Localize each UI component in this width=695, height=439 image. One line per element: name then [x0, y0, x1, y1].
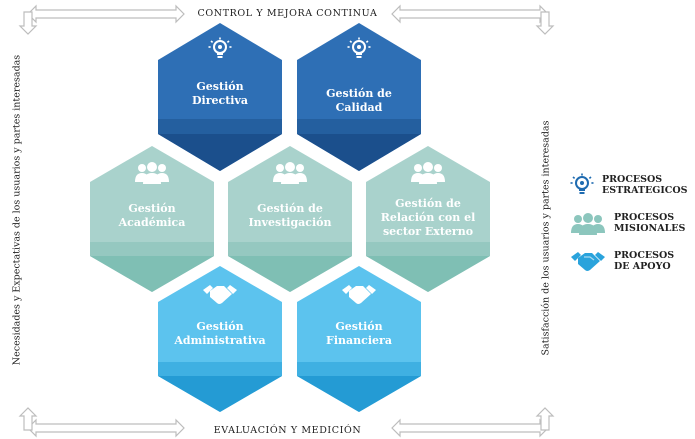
top-left-arrow: [27, 4, 185, 24]
people-group-icon: [410, 160, 446, 184]
handshake-icon: [202, 282, 238, 306]
hex-label-line: Gestión de: [257, 202, 323, 215]
hex-gestion-calidad: Gestión de Calidad: [297, 23, 421, 171]
hex-label-line: Financiera: [326, 334, 392, 347]
lightbulb-gear-icon: [570, 172, 594, 198]
legend-label-line: PROCESOS: [602, 174, 663, 185]
handshake-icon: [341, 282, 377, 306]
legend-label-line: MISIONALES: [614, 223, 686, 234]
hex-label-line: Gestión: [335, 320, 383, 333]
top-right-down-arrow: [535, 11, 555, 35]
hex-label-line: Gestión: [196, 80, 244, 93]
hex-label-line: Gestión de: [395, 197, 461, 210]
hex-label-line: Administrativa: [174, 334, 266, 347]
handshake-icon: [570, 249, 606, 273]
top-left-down-arrow: [18, 11, 38, 35]
hex-label-line: Gestión de: [326, 87, 392, 100]
people-group-icon: [272, 160, 308, 184]
people-group-icon: [570, 211, 606, 235]
legend-procesos-apoyo: PROCESOS DE APOYO: [570, 249, 674, 273]
right-frame-label: Satisfacción de los usuarios y partes in…: [540, 120, 552, 356]
legend-label-line: ESTRATEGICOS: [602, 185, 688, 196]
hex-gestion-academica: Gestión Académica: [90, 146, 214, 292]
hex-label-line: Relación con el: [380, 211, 476, 224]
people-group-icon: [134, 160, 170, 184]
hex-label-line: Calidad: [335, 101, 383, 114]
lightbulb-gear-icon: [347, 37, 371, 61]
hex-gestion-investigacion: Gestión de Investigación: [228, 146, 352, 292]
hex-label-line: Gestión: [128, 202, 176, 215]
lightbulb-gear-icon: [208, 37, 232, 61]
left-frame-label: Necesidades y Expectativas de los usuari…: [11, 54, 23, 366]
legend-label-line: PROCESOS: [614, 250, 675, 261]
legend-procesos-estrategicos: PROCESOS ESTRATEGICOS: [570, 172, 687, 198]
bottom-frame-label: EVALUACIÓN Y MEDICIÓN: [213, 425, 362, 436]
hex-label-line: sector Externo: [382, 225, 474, 238]
hex-gestion-financiera: Gestión Financiera: [297, 266, 421, 412]
hex-gestion-relacion-sector-externo: Gestión de Relación con el sector Extern…: [366, 146, 490, 292]
bottom-left-up-arrow: [18, 407, 38, 431]
hex-label-line: Directiva: [192, 94, 248, 107]
hex-gestion-administrativa: Gestión Administrativa: [158, 266, 282, 412]
hex-label-line: Gestión: [196, 320, 244, 333]
top-frame-label: CONTROL Y MEJORA CONTINUA: [197, 8, 378, 19]
hex-label-line: Investigación: [248, 216, 332, 229]
bottom-left-arrow: [27, 418, 185, 438]
legend-label-line: PROCESOS: [614, 212, 675, 223]
hex-label-line: Académica: [118, 216, 186, 229]
bottom-right-up-arrow: [535, 407, 555, 431]
hex-gestion-directiva: Gestión Directiva: [158, 23, 282, 171]
legend-procesos-misionales: PROCESOS MISIONALES: [570, 211, 685, 235]
legend-label-line: DE APOYO: [614, 261, 671, 272]
